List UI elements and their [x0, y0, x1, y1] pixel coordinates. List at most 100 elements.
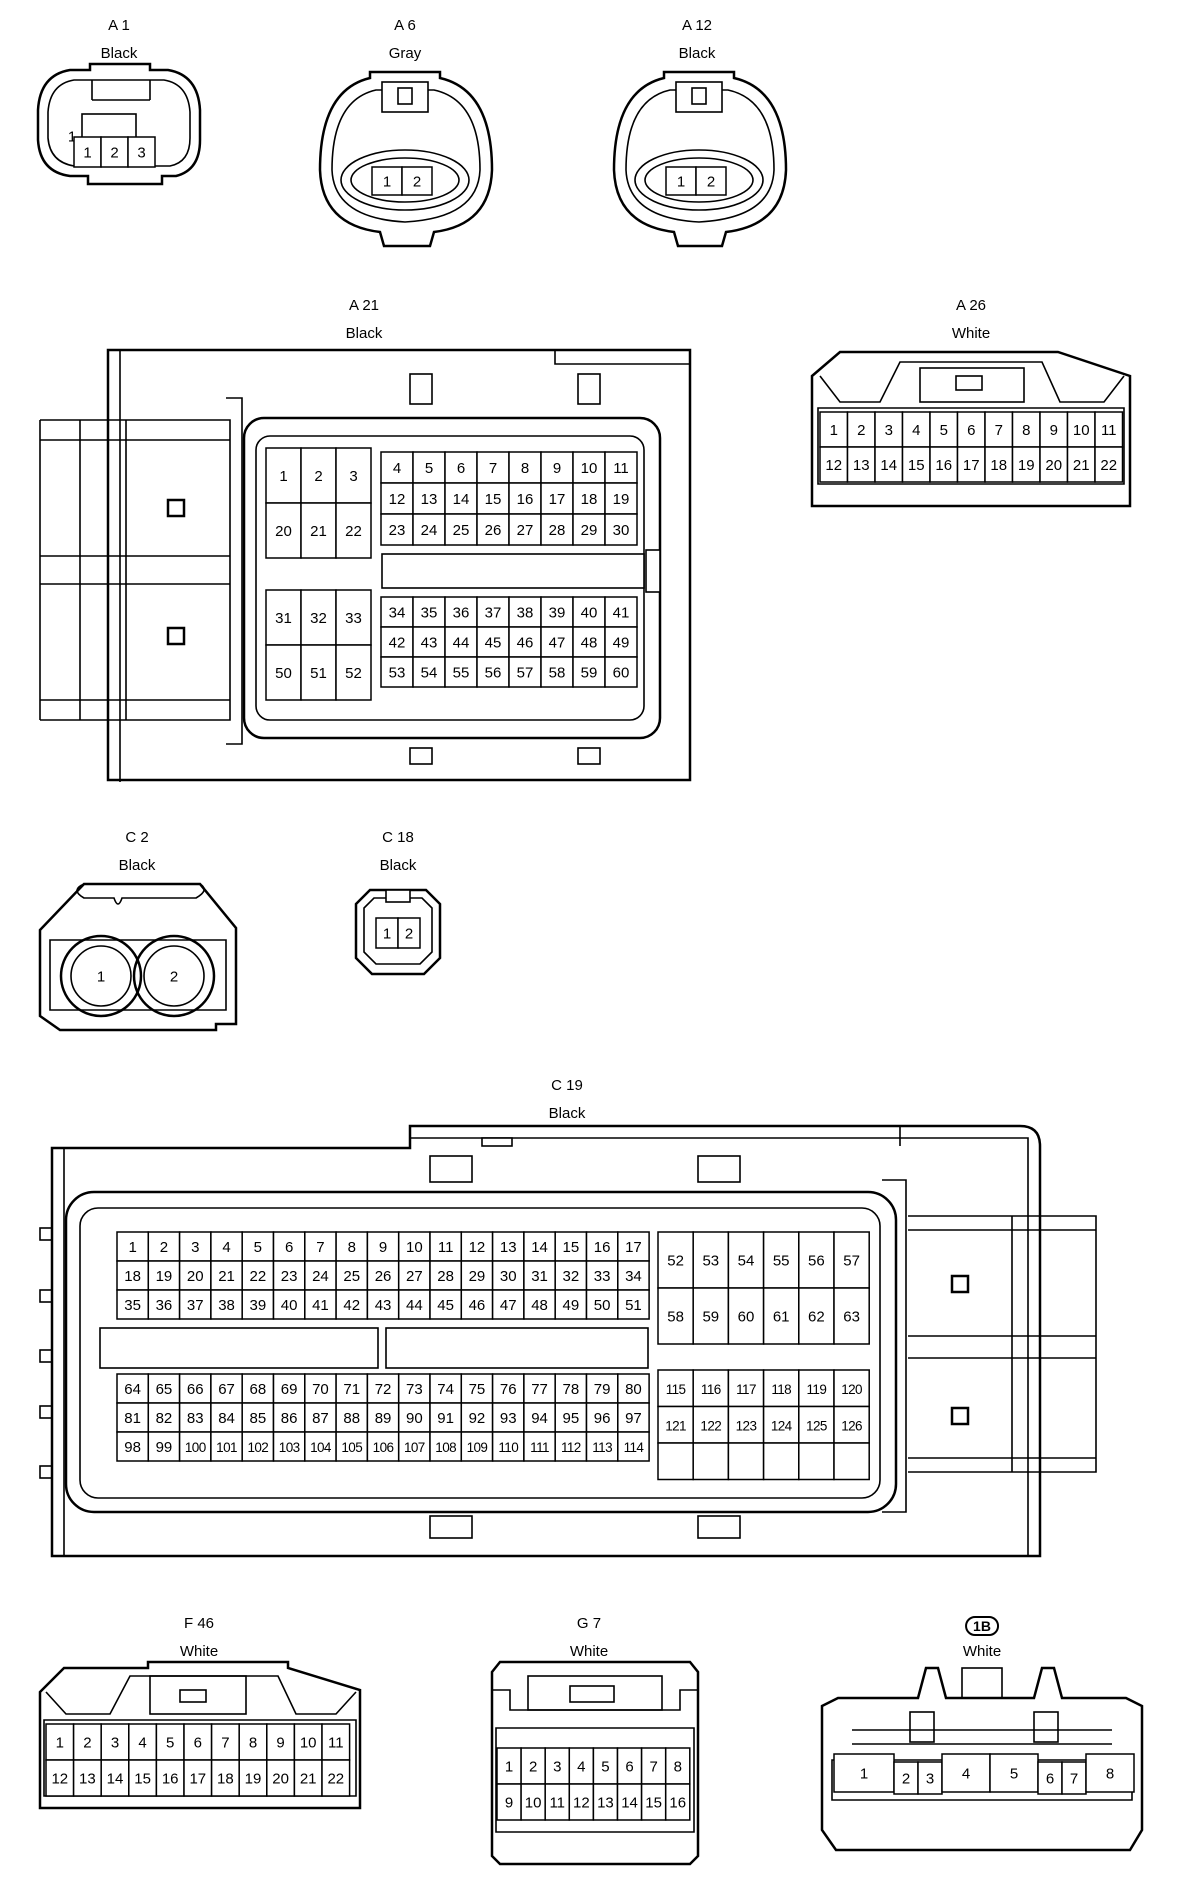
- pin-a21-5: 5: [425, 460, 433, 477]
- pin-g7-14: 14: [621, 1795, 638, 1812]
- pin-f46-14: 14: [107, 1771, 124, 1788]
- pin-c19-14: 14: [531, 1239, 548, 1256]
- pin-c19-125: 125: [806, 1418, 827, 1433]
- pin-c19-3: 3: [191, 1239, 199, 1256]
- pin-1b-2: 2: [902, 1771, 910, 1788]
- pin-1b-7: 7: [1070, 1771, 1078, 1788]
- pin-c19-101: 101: [216, 1440, 237, 1455]
- connector-code-a6: A 6: [394, 17, 416, 34]
- connector-color-a26: White: [951, 325, 991, 342]
- pin-g7-9: 9: [505, 1795, 513, 1812]
- pin-a12-1: 1: [677, 174, 685, 191]
- pin-c19-66: 66: [187, 1381, 204, 1398]
- pin-a21-57: 57: [517, 665, 534, 682]
- pin-a21-14: 14: [453, 491, 470, 508]
- pin-a26-11: 11: [1101, 422, 1117, 439]
- pin-1b-4: 4: [962, 1766, 970, 1783]
- pin-a21-13: 13: [421, 491, 438, 508]
- pin-f46-6: 6: [194, 1735, 202, 1752]
- pin-c19-75: 75: [469, 1381, 486, 1398]
- pin-a6-2: 2: [413, 174, 421, 191]
- pin-c19-113: 113: [592, 1440, 612, 1455]
- pin-f46-13: 13: [79, 1771, 96, 1788]
- pin-c19-119: 119: [807, 1382, 827, 1397]
- pin-c19-106: 106: [373, 1440, 394, 1455]
- pin-a21-11: 11: [613, 460, 629, 477]
- pin-c19-114: 114: [624, 1440, 645, 1455]
- pin-c19-41: 41: [312, 1297, 329, 1314]
- pin-a1-1: 1: [83, 145, 91, 162]
- pin-c2-1: 1: [97, 969, 105, 986]
- pin-a21-53: 53: [389, 665, 406, 682]
- pin-c19-18: 18: [124, 1268, 141, 1285]
- pin-c19-89: 89: [375, 1410, 392, 1427]
- pin-g7-10: 10: [525, 1795, 542, 1812]
- pin-c19-76: 76: [500, 1381, 517, 1398]
- pin-c19-99: 99: [156, 1439, 173, 1456]
- pin-c19-49: 49: [563, 1297, 580, 1314]
- pin-a21-6: 6: [457, 460, 465, 477]
- pin-a21-45: 45: [485, 635, 502, 652]
- pin-c19-15: 15: [563, 1239, 580, 1256]
- pin-c19-25: 25: [343, 1268, 360, 1285]
- pin-a21-49: 49: [613, 635, 630, 652]
- connector-color-a1: Black: [100, 45, 138, 62]
- pin-c19-108: 108: [435, 1440, 456, 1455]
- pin-c19-86: 86: [281, 1410, 298, 1427]
- connector-color-g7: White: [569, 1643, 609, 1660]
- pin-a26-20: 20: [1045, 457, 1062, 474]
- pin-a21-24: 24: [421, 522, 438, 539]
- pin-a21-21: 21: [310, 523, 327, 540]
- pin-a1-3: 3: [137, 145, 145, 162]
- connector-code-c18: C 18: [382, 829, 414, 846]
- pin-a21-42: 42: [389, 635, 406, 652]
- pin-c19-98: 98: [124, 1439, 141, 1456]
- pin-c19-62: 62: [808, 1309, 825, 1326]
- pin-a21-25: 25: [453, 522, 470, 539]
- pin-a26-2: 2: [857, 422, 865, 439]
- pin-a21-7: 7: [489, 460, 497, 477]
- pin-a21-23: 23: [389, 522, 406, 539]
- pin-f46-11: 11: [328, 1735, 344, 1752]
- pin-g7-12: 12: [573, 1795, 590, 1812]
- pin-c19-69: 69: [281, 1381, 298, 1398]
- pin-c19-19: 19: [156, 1268, 173, 1285]
- pin-a21-37: 37: [485, 605, 502, 622]
- pin-a6-1: 1: [383, 174, 391, 191]
- connector-color-a6: Gray: [388, 45, 422, 62]
- pin-c19-93: 93: [500, 1410, 517, 1427]
- pin-c19-17: 17: [625, 1239, 642, 1256]
- pin-c19-63: 63: [843, 1309, 860, 1326]
- pin-c19-117: 117: [736, 1382, 756, 1397]
- pin-f46-4: 4: [138, 1735, 146, 1752]
- pin-g7-13: 13: [597, 1795, 614, 1812]
- pin-c19-72: 72: [375, 1381, 392, 1398]
- pin-c19-80: 80: [625, 1381, 642, 1398]
- pin-f46-5: 5: [166, 1735, 174, 1752]
- pin-a1-2: 2: [110, 145, 118, 162]
- pin-a26-8: 8: [1022, 422, 1030, 439]
- pin-f46-20: 20: [272, 1771, 289, 1788]
- pin-c19-13: 13: [500, 1239, 517, 1256]
- pin-c19-91: 91: [437, 1410, 454, 1427]
- pin-c19-68: 68: [250, 1381, 267, 1398]
- pin-c19-53: 53: [702, 1253, 719, 1270]
- pin-a21-41: 41: [613, 605, 630, 622]
- pin-c19-100: 100: [185, 1440, 206, 1455]
- pin-a21-32: 32: [310, 610, 327, 627]
- pin-c19-90: 90: [406, 1410, 423, 1427]
- pin-1b-8: 8: [1106, 1766, 1114, 1783]
- connector-color-c19: Black: [548, 1105, 586, 1122]
- pin-c19-57: 57: [843, 1253, 860, 1270]
- pin-a21-60: 60: [613, 665, 630, 682]
- pin-a21-3: 3: [349, 468, 357, 485]
- pin-a12-2: 2: [707, 174, 715, 191]
- pin-c19-109: 109: [467, 1440, 488, 1455]
- pin-f46-12: 12: [51, 1771, 68, 1788]
- pin-f46-2: 2: [83, 1735, 91, 1752]
